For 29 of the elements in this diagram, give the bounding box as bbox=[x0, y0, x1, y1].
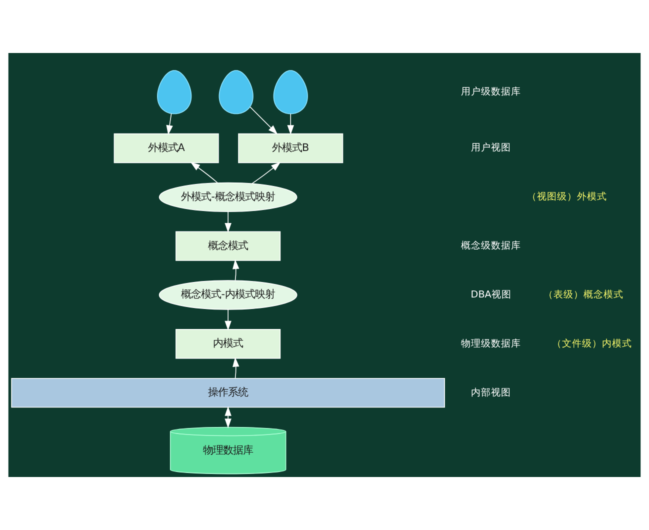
arrow bbox=[232, 357, 240, 379]
label: （表级）概念模式 bbox=[543, 289, 624, 300]
label: 内部视图 bbox=[471, 387, 512, 398]
label: （视图级）外模式 bbox=[527, 192, 608, 203]
arrow bbox=[166, 113, 173, 135]
node-person bbox=[273, 70, 308, 114]
node-box: 概念模式 bbox=[176, 231, 281, 261]
node-box: 外模式B bbox=[238, 133, 344, 164]
node-ellipse: 外模式-概念模式映射 bbox=[158, 182, 298, 212]
label: （文件级）内模式 bbox=[552, 338, 632, 350]
node-ellipse: 概念模式-内模式映射 bbox=[158, 280, 298, 310]
arrow bbox=[190, 162, 218, 184]
node-person bbox=[218, 70, 254, 114]
arrow bbox=[252, 162, 281, 184]
arrow bbox=[224, 211, 232, 233]
arrow bbox=[224, 406, 232, 428]
node-box: 外模式A bbox=[114, 133, 219, 164]
label: 概念级数据库 bbox=[461, 240, 522, 252]
label: 用户级数据库 bbox=[461, 86, 522, 98]
node-box: 内模式 bbox=[176, 329, 281, 359]
node-person bbox=[157, 70, 192, 114]
label: DBA视图 bbox=[470, 289, 512, 300]
label: 用户视图 bbox=[471, 142, 512, 154]
arrow bbox=[250, 106, 278, 134]
arrow bbox=[232, 259, 240, 281]
arrow bbox=[287, 113, 294, 135]
arrow bbox=[224, 309, 232, 330]
node-box: 操作系统 bbox=[11, 378, 445, 408]
label: 物理级数据库 bbox=[461, 338, 522, 350]
